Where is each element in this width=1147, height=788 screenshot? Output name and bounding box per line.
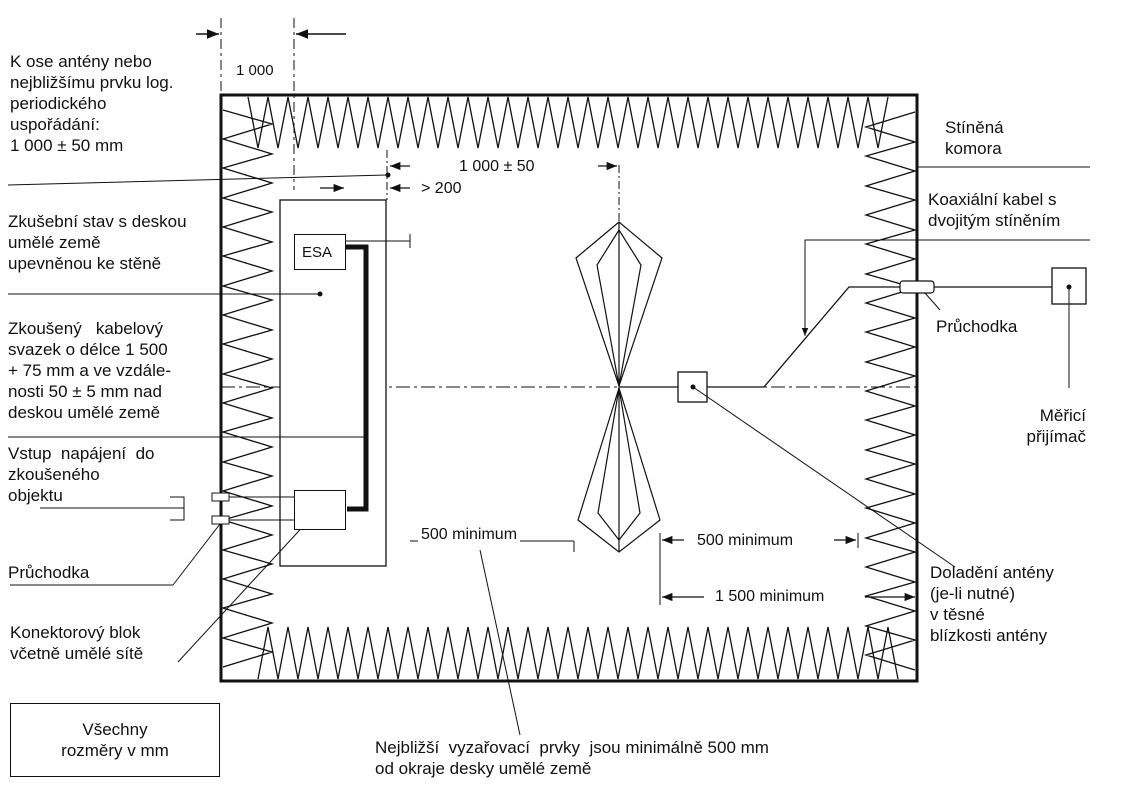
feedthrough-left-2 <box>211 515 230 525</box>
cable-harness <box>345 244 369 512</box>
biconical-antenna <box>575 221 663 553</box>
absorber-bottom <box>257 626 899 680</box>
antenna-distance-dimension: 1 000 ± 50 <box>456 158 538 176</box>
min-200-dimension: > 200 <box>418 180 465 198</box>
absorber-left <box>220 109 275 668</box>
connector-block-box <box>294 490 346 530</box>
absorber-top <box>247 96 889 149</box>
feedthrough-left-label: Průchodka <box>8 563 90 582</box>
feedthrough-right-label: Průchodka <box>936 317 1018 336</box>
top-dimension-label: 1 000 <box>233 62 277 80</box>
nearest-elements-note: Nejbližší vyzařovací prvky jsou minimáln… <box>375 738 769 778</box>
absorber-right <box>863 111 918 671</box>
shielded-chamber-wall <box>219 93 919 683</box>
min500-right-dimension: 500 minimum <box>694 532 797 550</box>
min500-left-dimension: 500 minimum <box>418 526 521 544</box>
esa-box <box>294 234 346 270</box>
feedthrough-left-1 <box>211 492 230 502</box>
min1500-dimension: 1 500 minimum <box>712 588 828 606</box>
feedthrough-right-element <box>899 280 935 294</box>
esa-label: ESA <box>302 244 333 261</box>
